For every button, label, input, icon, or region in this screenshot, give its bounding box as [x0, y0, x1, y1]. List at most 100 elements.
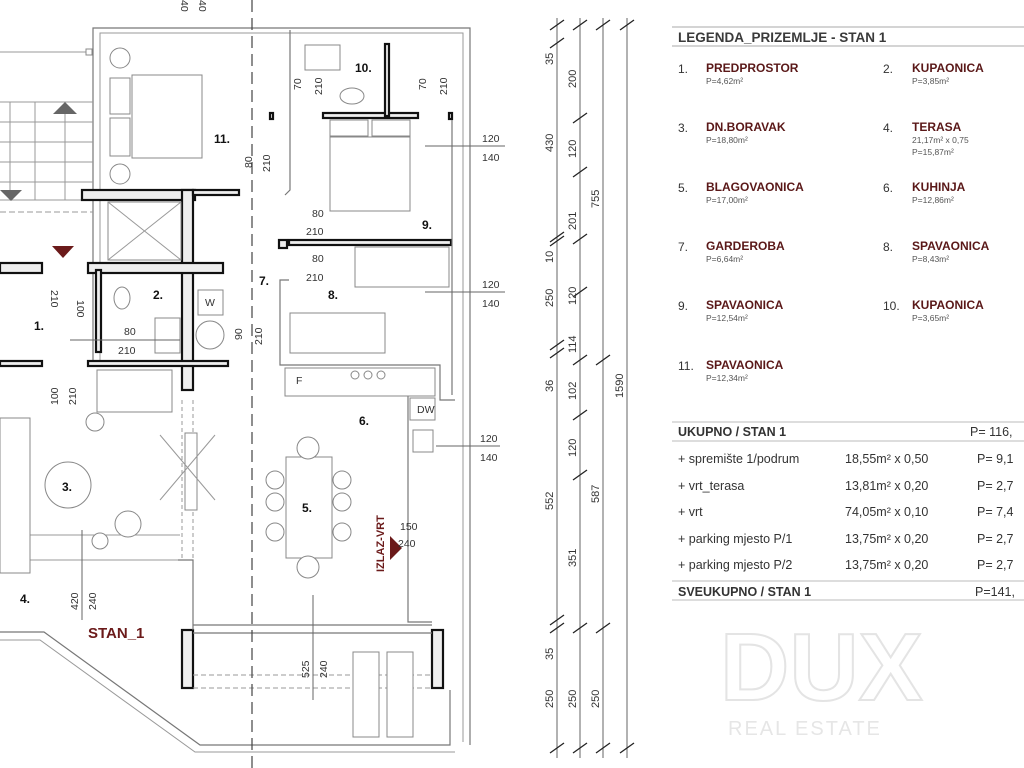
row-label: + parking mjesto P/2: [678, 558, 792, 572]
dim: 80: [243, 156, 255, 168]
dim: 210: [306, 272, 324, 284]
legend-name: KUPAONICA: [912, 61, 984, 75]
legend-area: P=8,43m²: [912, 254, 949, 264]
legend-area: P=3,85m²: [912, 76, 949, 86]
dim-col1-value: 250: [544, 690, 556, 708]
legend-area: P=12,54m²: [706, 313, 748, 323]
legend-area: P=6,64m²: [706, 254, 743, 264]
legend-area: P=12,86m²: [912, 195, 954, 205]
subtotal-value: P= 116,: [970, 425, 1013, 439]
dim: 240: [87, 592, 99, 610]
dim: 40: [196, 0, 208, 12]
watermark-sub: REAL ESTATE: [728, 718, 882, 740]
dim-col1-value: 35: [544, 53, 556, 65]
dim-col2-value: 120: [567, 439, 579, 457]
legend-area: P=4,62m²: [706, 76, 743, 86]
row-label: + parking mjesto P/1: [678, 532, 792, 546]
room-label-2: 2.: [153, 288, 163, 302]
dim-col1-value: 10: [544, 251, 556, 263]
staircase: [0, 101, 93, 201]
dim: 120: [480, 433, 498, 445]
dim-col2-value: 351: [567, 549, 579, 567]
legend-area: P=12,34m²: [706, 373, 748, 383]
plan-dimensions: 40 40 80 210 80 210 80 210 70 210 70 210…: [48, 0, 505, 700]
legend-area: P=18,80m²: [706, 135, 748, 145]
legend-area: P=17,00m²: [706, 195, 748, 205]
row-calc: 74,05m² x 0,10: [845, 505, 928, 519]
dim: 210: [306, 226, 324, 238]
legend-area: P=3,65m²: [912, 313, 949, 323]
legend-calc: 21,17m² x 0,75: [912, 135, 969, 145]
dimension-column: 35 430 10 250 36 552 35 250 200 120 201 …: [544, 18, 635, 758]
dim-col2-value: 201: [567, 212, 579, 230]
legend: LEGENDA_PRIZEMLJE - STAN 1 1.PREDPROSTOR…: [672, 26, 1024, 383]
row-value: P= 2,7: [977, 479, 1014, 493]
total-label: SVEUKUPNO / STAN 1: [678, 585, 811, 599]
furniture: W F DW: [0, 44, 450, 738]
dim: 70: [417, 78, 429, 90]
room-label-11: 11.: [214, 132, 230, 146]
room-labels: 1. 2. 3. 4. 5. 6. 7. 8. 9. 10. 11. STAN_…: [20, 61, 432, 642]
subtotal-label: UKUPNO / STAN 1: [678, 425, 786, 439]
row-calc: 18,55m² x 0,50: [845, 452, 928, 466]
dim: 40: [178, 0, 190, 12]
dim: 210: [67, 387, 79, 405]
legend-num: 7.: [678, 240, 688, 254]
room-label-1: 1.: [34, 319, 44, 333]
legend-num: 5.: [678, 181, 688, 195]
structural-walls: [0, 42, 454, 690]
watermark-logo: DUX REAL ESTATE: [719, 613, 924, 740]
room-label-4: 4.: [20, 592, 30, 606]
dim: 100: [74, 300, 86, 318]
legend-title: LEGENDA_PRIZEMLJE - STAN 1: [678, 30, 887, 45]
stair-down-arrow-icon: [0, 190, 22, 201]
row-value: P= 2,7: [977, 532, 1014, 546]
room-label-9: 9.: [422, 218, 432, 232]
dim-col2-value: 102: [567, 382, 579, 400]
legend-num: 9.: [678, 299, 688, 313]
toilet-icon-2: [339, 87, 365, 105]
dim: 150: [400, 521, 418, 533]
legend-name: KUPAONICA: [912, 298, 984, 312]
dim: 90: [233, 328, 245, 340]
room-label-5: 5.: [302, 501, 312, 515]
legend-num: 10.: [883, 299, 900, 313]
dim: 210: [438, 77, 450, 95]
dim-col2-value: 120: [567, 140, 579, 158]
legend-num: 4.: [883, 121, 893, 135]
row-calc: 13,75m² x 0,20: [845, 558, 928, 572]
table-row: + parking mjesto P/2 13,75m² x 0,20 P= 2,7: [678, 558, 1014, 572]
dim: 420: [69, 592, 81, 610]
exit-arrow-icon: [390, 536, 402, 560]
legend-name: BLAGOVAONICA: [706, 180, 804, 194]
dim: 140: [482, 152, 500, 164]
dim: 240: [318, 660, 330, 678]
entrance-arrow-icon: [52, 246, 74, 258]
dim-col1-value: 552: [544, 492, 556, 510]
area-totals-table: UKUPNO / STAN 1 P= 116, + spremište 1/po…: [672, 421, 1024, 601]
exit-label: IZLAZ-VRT: [375, 515, 387, 572]
interior-partitions: [0, 0, 455, 768]
total-value: P=141,: [975, 585, 1015, 599]
dim: 210: [118, 345, 136, 357]
dim-col3-value: 587: [590, 485, 602, 503]
toilet-icon: [113, 286, 131, 310]
dim: 525: [300, 660, 312, 678]
row-value: P= 7,4: [977, 505, 1014, 519]
room-label-3: 3.: [62, 480, 72, 494]
row-calc: 13,75m² x 0,20: [845, 532, 928, 546]
dim-col3-value: 250: [590, 690, 602, 708]
dim: 80: [312, 208, 324, 220]
row-value: P= 2,7: [977, 558, 1014, 572]
dim: 210: [253, 327, 265, 345]
dim-col4-value: 1590: [614, 374, 626, 398]
dim-col3-value: 755: [590, 190, 602, 208]
